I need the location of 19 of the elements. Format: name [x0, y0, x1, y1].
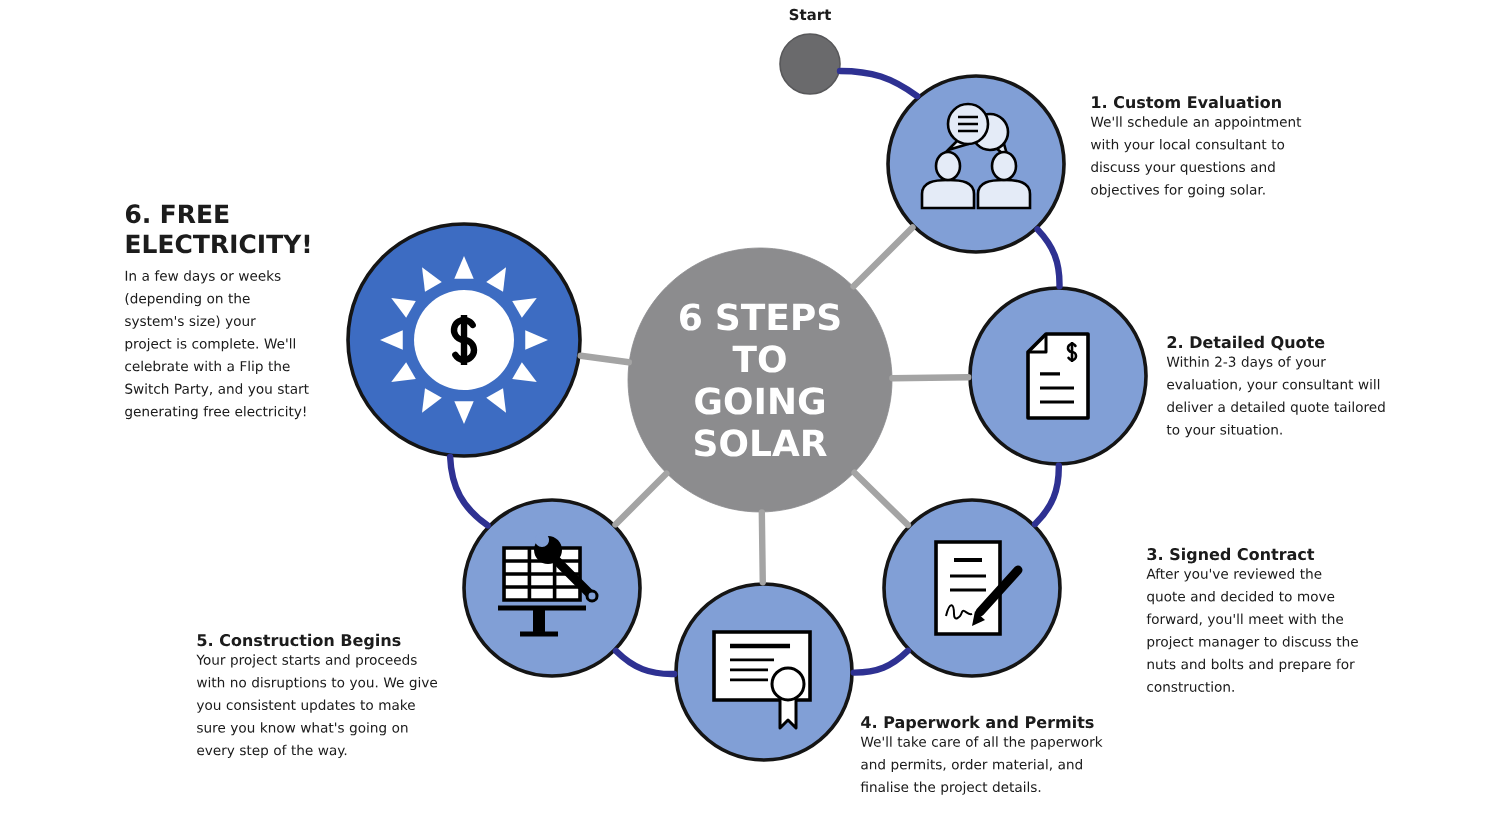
ring-line: [612, 647, 678, 678]
spoke-line: [577, 352, 632, 366]
ring-line: [836, 67, 921, 100]
step-title: 2. Detailed Quote: [1167, 335, 1325, 351]
spoke-line: [851, 469, 912, 529]
ring-line: [446, 453, 491, 529]
step-title: 1. Custom Evaluation: [1092, 95, 1281, 109]
step-title: 4. Paperwork and Permits: [861, 715, 1094, 732]
spoke-line: [612, 470, 670, 528]
start-circle: [779, 33, 841, 95]
spoke-line: [889, 374, 972, 382]
step-title: 6. FREE ELECTRICITY!: [125, 204, 310, 254]
ring-line: [850, 647, 912, 676]
step-title: 3. Signed Contract: [1147, 547, 1315, 564]
ring-line: [1031, 462, 1062, 528]
spoke-line: [758, 509, 766, 586]
spoke-line: [850, 224, 916, 290]
step-title: 5. Construction Begins: [197, 633, 401, 650]
ring-line: [1034, 226, 1063, 290]
